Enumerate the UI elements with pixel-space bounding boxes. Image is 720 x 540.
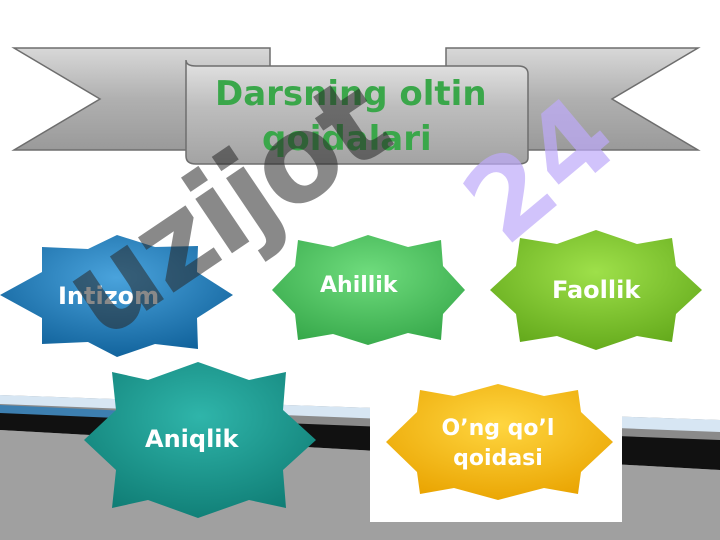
star-label-ong-qol: O’ng qo’l qoidasi: [428, 414, 568, 474]
star-label-faollik: Faollik: [552, 276, 641, 304]
star-label-intizom: Intizom: [58, 282, 160, 310]
star-ahillik-shape: [272, 235, 465, 345]
star-ong-qol-shape: [386, 384, 613, 500]
star-aniqlik-shape: [84, 362, 316, 518]
star-label-ong-qol-line2: qoidasi: [453, 446, 543, 471]
star-label-ong-qol-line1: O’ng qo’l: [441, 416, 555, 441]
star-label-ahillik: Ahillik: [320, 273, 398, 298]
title-line-2: qoidalari: [262, 119, 432, 159]
star-label-aniqlik: Aniqlik: [145, 425, 239, 453]
title-line-1: Darsning oltin: [215, 74, 487, 114]
title-banner: [11, 47, 701, 165]
star-intizom-shape: [0, 235, 233, 357]
star-faollik-shape: [490, 230, 702, 350]
